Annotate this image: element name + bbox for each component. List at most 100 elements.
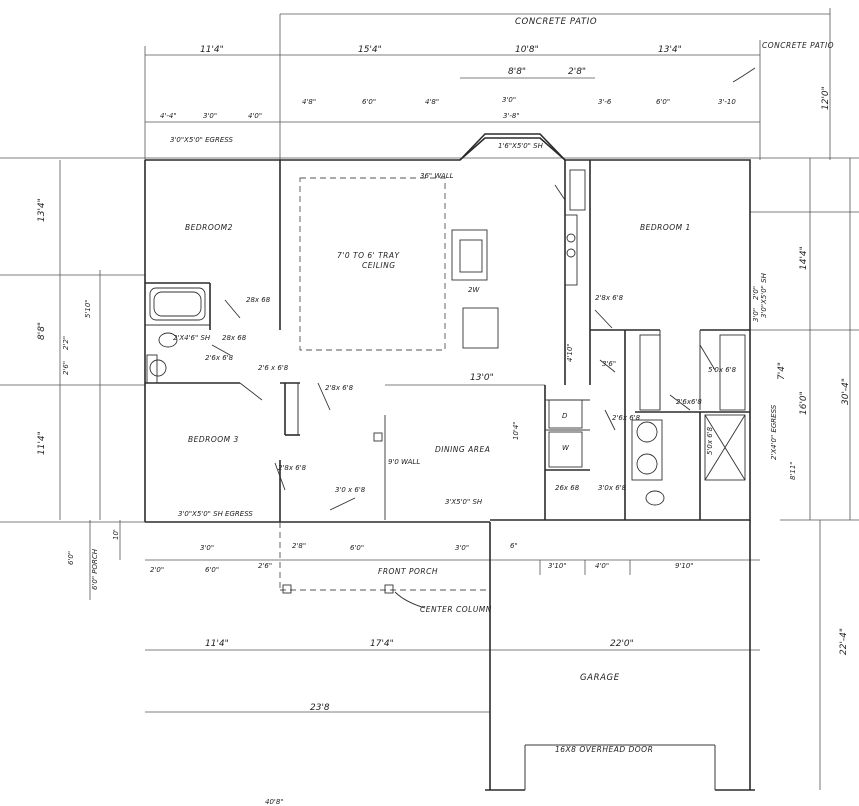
dimension-text: 11'4" 15'4" 10'8" 13'4" 8'8" 2'8" 4'-4" …	[37, 45, 851, 806]
dim-right-4: 7'4"	[777, 362, 787, 380]
dim-right-5: 16'0"	[799, 391, 809, 415]
dim-bottom-6: 6'0"	[350, 544, 364, 552]
label-overhead-door: 16X8 OVERHEAD DOOR	[555, 745, 653, 754]
label-dining: DINING AREA	[435, 445, 490, 454]
dim-left-3: 5'10"	[84, 299, 92, 318]
label-dryer: D	[562, 412, 568, 420]
fixtures	[146, 169, 746, 506]
dim-seg-5: 6'0"	[362, 98, 376, 106]
dashed-outlines	[279, 177, 490, 594]
label-door-k: 2'8x 6'8	[278, 464, 307, 472]
label-window-wall: 36" WALL	[420, 172, 454, 180]
dim-seg-7: 3'0"	[502, 96, 516, 104]
label-window-bed3: 3'0"X5'0" SH EGRESS	[178, 510, 253, 518]
labels: CONCRETE PATIO CONCRETE PATIO FRONT PORC…	[170, 17, 834, 754]
dim-top-1: 11'4"	[200, 45, 224, 55]
dimension-lines	[0, 8, 859, 790]
label-wall-opening: 9'0 WALL	[388, 458, 420, 466]
dim-bottom-5: 2'8"	[292, 542, 306, 550]
dim-bath-v: 4'10"	[566, 343, 574, 362]
dim-seg-7b: 3'-8"	[503, 112, 520, 120]
dim-left-4: 2'2"	[62, 336, 70, 350]
dim-right-2: 14'4"	[799, 246, 809, 270]
dim-right-1: 12'0"	[821, 86, 831, 110]
label-concrete-patio-right: CONCRETE PATIO	[762, 41, 834, 50]
dim-bottom-1: 2'0"	[150, 566, 164, 574]
dim-right-7: 3'0"	[752, 308, 760, 322]
dim-top-6: 2'8"	[568, 67, 586, 77]
dim-seg-3: 4'0"	[248, 112, 262, 120]
exterior-walls	[144, 133, 755, 791]
dim-bottom-3: 6'0"	[205, 566, 219, 574]
label-window-bath: 2'X4'6" SH	[173, 334, 211, 342]
label-front-porch: FRONT PORCH	[378, 567, 438, 576]
label-door-j: 2'6 x 6'8	[258, 364, 289, 372]
label-window-dining: 3'X5'0" SH	[445, 498, 483, 506]
dim-top-4: 13'4"	[658, 45, 682, 55]
label-door-f: 2'6x 6'8	[612, 414, 641, 422]
label-door-b: 28x 68	[222, 334, 247, 342]
dim-overall-2: 17'4"	[370, 639, 394, 649]
dim-left-1: 13'4"	[37, 198, 47, 222]
dim-dining-depth: 10'4"	[512, 421, 520, 440]
dim-seg-2: 3'0"	[203, 112, 217, 120]
dim-overall-3: 22'0"	[610, 639, 634, 649]
label-door-l: 2'6x6'8	[676, 398, 702, 406]
label-garage: GARAGE	[580, 673, 620, 683]
dim-right-6: 8'11"	[789, 461, 797, 480]
dim-right-8: 2'0"	[752, 286, 760, 300]
annotation-arrows	[394, 67, 756, 609]
label-range: 2W	[468, 286, 480, 294]
dim-bottom-11: 9'10"	[675, 562, 694, 570]
dim-seg-9: 6'0"	[656, 98, 670, 106]
dim-seg-8: 3'-6	[598, 98, 612, 106]
dim-bottom-7: 3'0"	[455, 544, 469, 552]
dim-seg-6: 4'8"	[425, 98, 439, 106]
dim-bath: 3'6"	[602, 360, 616, 368]
dim-bottom-4: 2'6"	[258, 562, 272, 570]
dim-right-9: 22'-4"	[839, 628, 849, 655]
label-door-e: 2'6x 6'8	[205, 354, 234, 362]
dim-left-8: 10'	[112, 529, 120, 540]
dim-left-7: 6'0"	[67, 551, 75, 565]
label-door-m: 5'0x 6'8	[708, 366, 737, 374]
dim-bottom-2: 3'0"	[200, 544, 214, 552]
dim-left-2: 8'8"	[37, 322, 47, 340]
dim-bottom-9: 3'10"	[548, 562, 567, 570]
label-door-g: 26x 68	[555, 484, 580, 492]
label-door-h: 3'0 x 6'8	[335, 486, 366, 494]
dim-bottom-edge: 40'8"	[265, 798, 284, 806]
door-swings	[211, 184, 716, 511]
dim-seg-4: 4'8"	[302, 98, 316, 106]
dim-bottom-10: 4'0"	[595, 562, 609, 570]
dim-top-5: 8'8"	[508, 67, 526, 77]
dim-seg-10: 3'-10	[718, 98, 736, 106]
label-concrete-patio-top: CONCRETE PATIO	[515, 17, 597, 27]
label-door-i: 3'0x 6'8	[598, 484, 627, 492]
label-window-bed1-side: 3'0"X5'0" SH	[760, 272, 768, 318]
label-door-d: 2'8x 6'8	[325, 384, 354, 392]
dim-top-2: 15'4"	[358, 45, 382, 55]
label-bedroom2: BEDROOM2	[185, 223, 233, 232]
label-door-c: 2'8x 6'8	[595, 294, 624, 302]
dim-right-3: 30'-4"	[841, 378, 851, 405]
dim-left-6: 11'4"	[37, 431, 47, 455]
label-center-column: CENTER COLUMN	[420, 605, 492, 614]
dim-left-5: 2'6"	[62, 361, 70, 375]
dim-overall-4: 23'8	[310, 703, 330, 713]
label-ceiling-1: 7'0 TO 6' TRAY	[337, 251, 400, 260]
dim-top-3: 10'8"	[515, 45, 539, 55]
label-bedroom3: BEDROOM 3	[188, 435, 239, 444]
label-door-n: 5'0x 6'8	[706, 426, 714, 455]
dim-bottom-8: 6"	[510, 542, 518, 550]
dim-overall-1: 11'4"	[205, 639, 229, 649]
label-window-bed2: 3'0"X5'0" EGRESS	[170, 136, 233, 144]
label-window-bay: 1'6"X5'0" SH	[498, 142, 544, 150]
dim-dining-width: 13'0"	[470, 373, 494, 383]
dim-seg-1: 4'-4"	[160, 112, 177, 120]
dim-porch-depth: 6'0" PORCH	[91, 548, 99, 590]
label-washer: W	[562, 444, 570, 452]
label-ceiling-2: CEILING	[362, 261, 396, 270]
label-window-master: 2'X4'0" EGRESS	[770, 404, 778, 460]
